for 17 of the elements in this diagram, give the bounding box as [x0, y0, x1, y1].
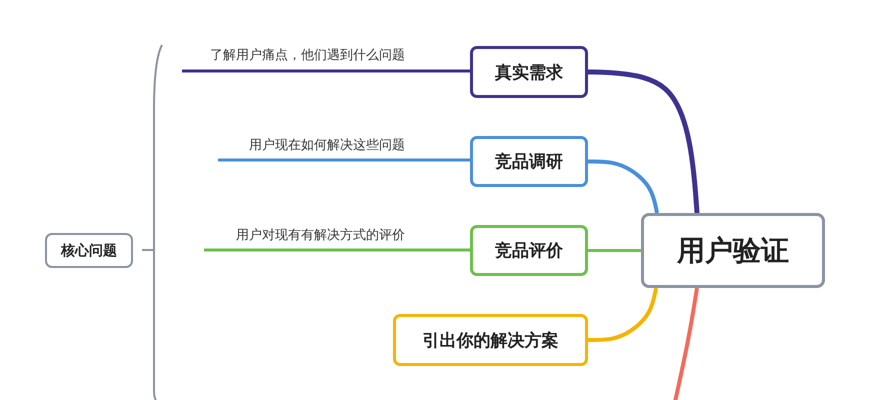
branch-line — [218, 158, 470, 162]
topic-box: 引出你的解决方案 — [393, 314, 588, 366]
subtopic-text: 用户现在如何解决这些问题 — [248, 137, 405, 155]
branch-line — [588, 249, 641, 252]
topic-box: 竞品评价 — [470, 225, 588, 276]
subtopic-text: 核心问题 — [45, 233, 133, 268]
central-topic-box: 用户验证 — [641, 213, 825, 288]
subtopic-text: 了解用户痛点，他们遇到什么问题 — [209, 47, 405, 65]
topic-box: 竞品调研 — [470, 136, 588, 187]
topic-box: 真实需求 — [470, 46, 588, 98]
branch-line — [588, 70, 700, 214]
branch-line — [204, 248, 470, 252]
branch-line — [182, 70, 470, 72]
branch-line — [588, 288, 658, 342]
branch-line — [588, 160, 659, 214]
subtopic-text: 用户对现有有解决方式的评价 — [235, 227, 405, 245]
branch-line — [673, 288, 699, 400]
